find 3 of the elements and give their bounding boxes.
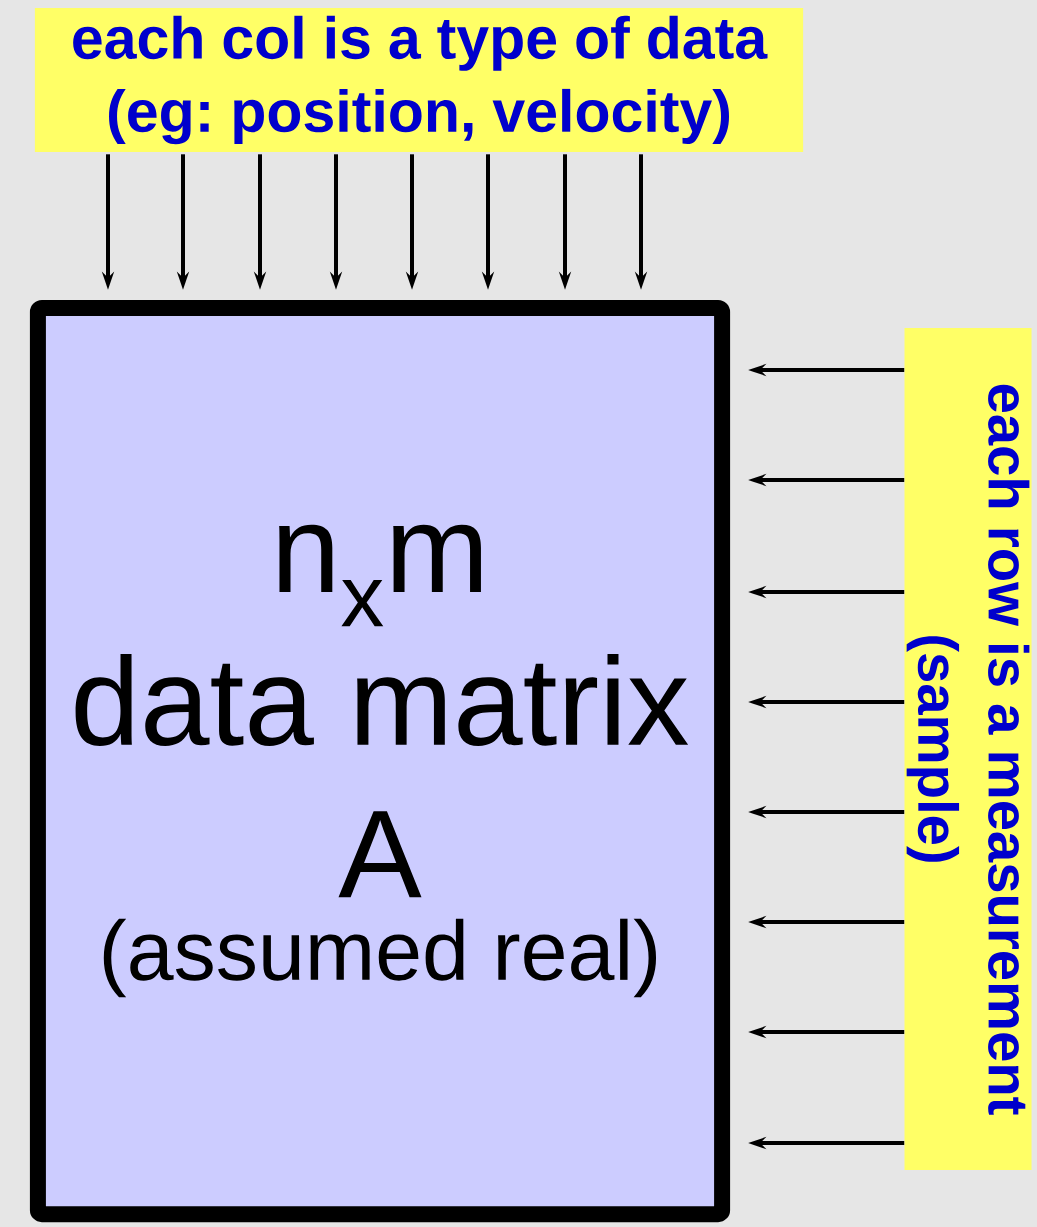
label-box: each col is a type of data (eg: position, velocity): [34, 8, 804, 152]
matrix-box: n$_{x}$m data matrix A (assumed real): [29, 299, 731, 1223]
label-box: each row is a measurement (sample): [904, 327, 1032, 1171]
